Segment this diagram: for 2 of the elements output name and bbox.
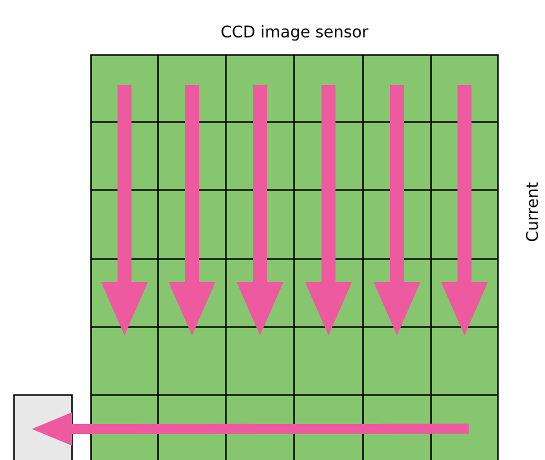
node-label: CCD image sensor <box>222 25 368 41</box>
axis-label: Current <box>526 182 538 242</box>
